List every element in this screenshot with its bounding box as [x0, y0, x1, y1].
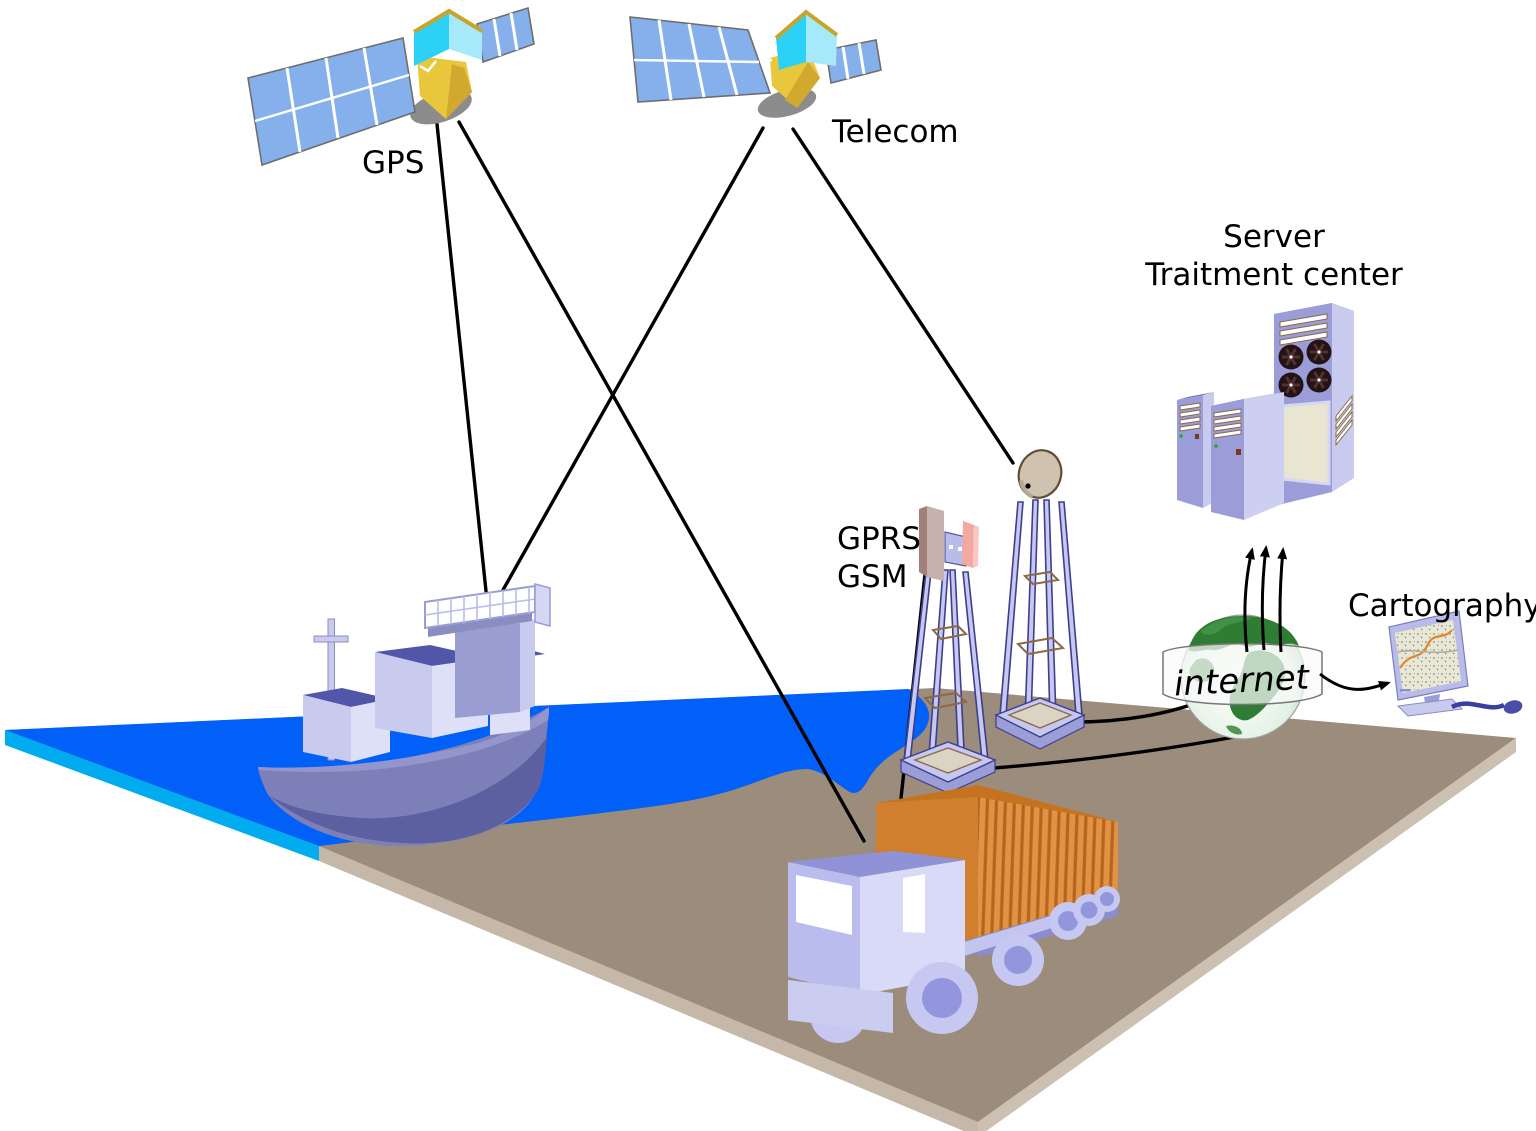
solar-array-right	[825, 39, 882, 84]
solar-array-right	[476, 6, 535, 64]
truck-cab	[788, 851, 978, 1043]
server-door-panel	[1280, 400, 1331, 486]
water-edge	[5, 730, 319, 861]
antenna-panel-right	[962, 521, 974, 568]
dish-tower-base	[994, 697, 1086, 750]
dish-tower	[994, 449, 1086, 750]
satellite-cube-face	[414, 11, 449, 66]
container-truck	[788, 785, 1120, 1043]
ship-deck	[258, 707, 549, 772]
telecom-satellite	[629, 9, 882, 118]
arrow-internet-server-3	[1277, 547, 1288, 653]
map-road-gray	[1397, 649, 1459, 654]
internet-band	[1162, 643, 1323, 706]
mouse	[1503, 700, 1523, 714]
satellite-body	[759, 9, 839, 108]
dish-feed	[1025, 483, 1031, 489]
antenna-panel-right-edge	[973, 525, 979, 568]
trailer-wheels	[992, 886, 1120, 986]
antenna-box	[944, 531, 967, 567]
server-label-line1: Server	[1223, 219, 1325, 255]
led-green	[1214, 444, 1218, 448]
led-button	[1236, 449, 1241, 455]
server-tall-cabinet	[1274, 303, 1354, 506]
container-top	[876, 785, 1118, 822]
telecom-label: Telecom	[831, 114, 959, 150]
server-racks	[1177, 303, 1354, 520]
side-window	[903, 874, 925, 933]
cartography-workstation	[1388, 610, 1523, 717]
monitor-base	[1396, 698, 1464, 717]
internet-globe: internet	[1162, 614, 1323, 740]
led-green	[1179, 434, 1183, 438]
ground	[5, 688, 1516, 1131]
arrow-internet-server-2	[1259, 545, 1270, 651]
link-gps-ship	[435, 122, 488, 593]
map-route-orange	[1399, 629, 1453, 669]
satellite-cube-side	[449, 11, 482, 60]
land-edge-left	[319, 846, 978, 1131]
link-gsmbase-internet	[992, 734, 1242, 770]
antenna-panel-left	[927, 506, 944, 581]
link-telecom-dish	[791, 127, 1015, 465]
cooling-fans	[1278, 339, 1332, 398]
ship-bridge	[424, 583, 551, 718]
windshield	[796, 875, 852, 935]
cartography-label: Cartography	[1348, 588, 1536, 624]
solar-array-left	[247, 37, 416, 167]
land-edge-right	[978, 738, 1516, 1131]
server-small-cabinet-1	[1177, 392, 1214, 508]
internet-label: internet	[1173, 657, 1312, 704]
server-label-line2: Traitment center	[1144, 257, 1403, 293]
monitor-badge	[1400, 689, 1410, 692]
gsm-antenna-tower	[899, 506, 997, 794]
globe-arrows	[1243, 545, 1391, 691]
cab-lower-box	[788, 980, 893, 1033]
satellite-dish	[1017, 449, 1063, 499]
side-vents	[1335, 394, 1353, 447]
cargo-ship	[258, 583, 551, 846]
link-telecom-ship	[501, 126, 765, 592]
cab-roof	[788, 851, 965, 877]
server-small-cabinet-2	[1211, 392, 1284, 520]
gsm-antenna-head	[919, 506, 979, 581]
gps-label: GPS	[362, 145, 424, 181]
antenna-panel-left-side	[919, 506, 927, 577]
gsm-tower-base	[899, 741, 997, 794]
satellite-cube-side	[806, 12, 837, 66]
arrow-internet-server-1	[1243, 547, 1255, 653]
satellite-body	[412, 8, 484, 119]
gsm-label: GSM	[837, 559, 907, 595]
led-button	[1195, 434, 1199, 439]
solar-array-left	[629, 16, 772, 103]
map-texture	[1395, 620, 1461, 693]
satellite-cube-face	[776, 12, 806, 70]
labels: GPS Telecom Server Traitment center GPRS…	[362, 114, 1536, 624]
mouse-cable	[1450, 701, 1506, 710]
ship-railing-grid	[424, 587, 536, 626]
ship-hull-bottom	[268, 737, 547, 844]
gps-satellite	[247, 6, 535, 167]
link-gps-truck	[457, 120, 866, 843]
gprs-label: GPRS	[837, 521, 921, 557]
arrow-internet-cartography	[1319, 672, 1391, 691]
